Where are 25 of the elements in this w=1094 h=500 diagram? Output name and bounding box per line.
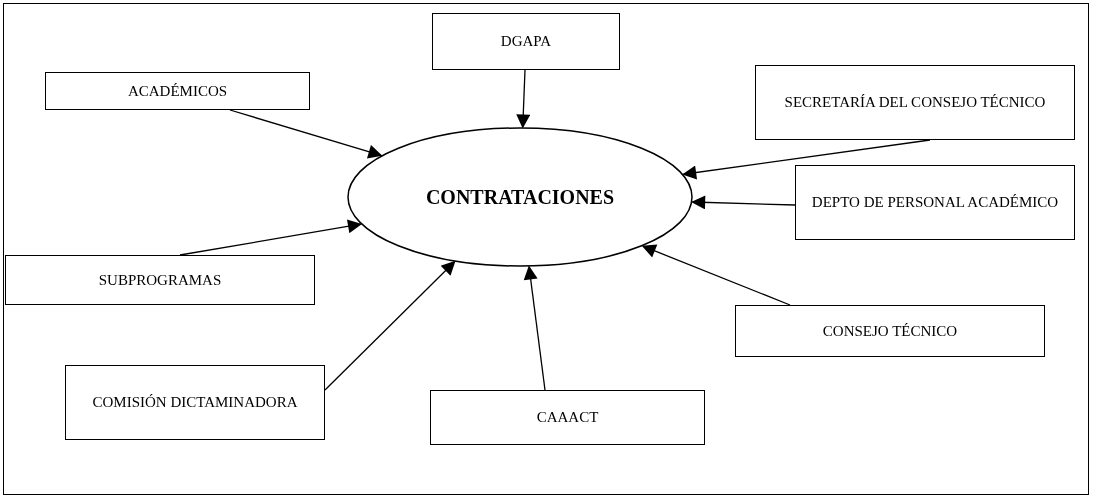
process-label: CONSEJO TÉCNICO <box>822 321 958 341</box>
arrow <box>641 244 791 306</box>
arrow <box>516 69 531 129</box>
process-label: CAAACT <box>536 408 599 427</box>
arrow <box>523 265 546 391</box>
arrow <box>229 109 383 159</box>
process-box <box>432 13 620 70</box>
process-label: DGAPA <box>500 32 552 51</box>
process-label: DEPTO DE PERSONAL ACADÉMICO <box>811 193 1059 212</box>
process-label: SECRETARÍA DEL CONSEJO TÉCNICO <box>784 93 1046 112</box>
process-box <box>45 72 310 110</box>
process-box <box>65 365 325 440</box>
process-title: CONTRATACIONES <box>425 184 615 210</box>
process-box <box>430 390 705 445</box>
process-label: SUBPROGRAMAS <box>98 270 222 290</box>
process-box <box>795 165 1075 240</box>
process-box <box>5 255 315 305</box>
process-label: ACADÉMICOS <box>127 81 228 101</box>
process-box <box>735 305 1045 357</box>
arrow <box>691 195 796 210</box>
arrow <box>682 139 931 180</box>
arrow <box>179 219 362 256</box>
process-label: COMISIÓN DICTAMINADORA <box>92 393 298 412</box>
arrow <box>324 260 456 391</box>
process-box <box>755 65 1075 140</box>
